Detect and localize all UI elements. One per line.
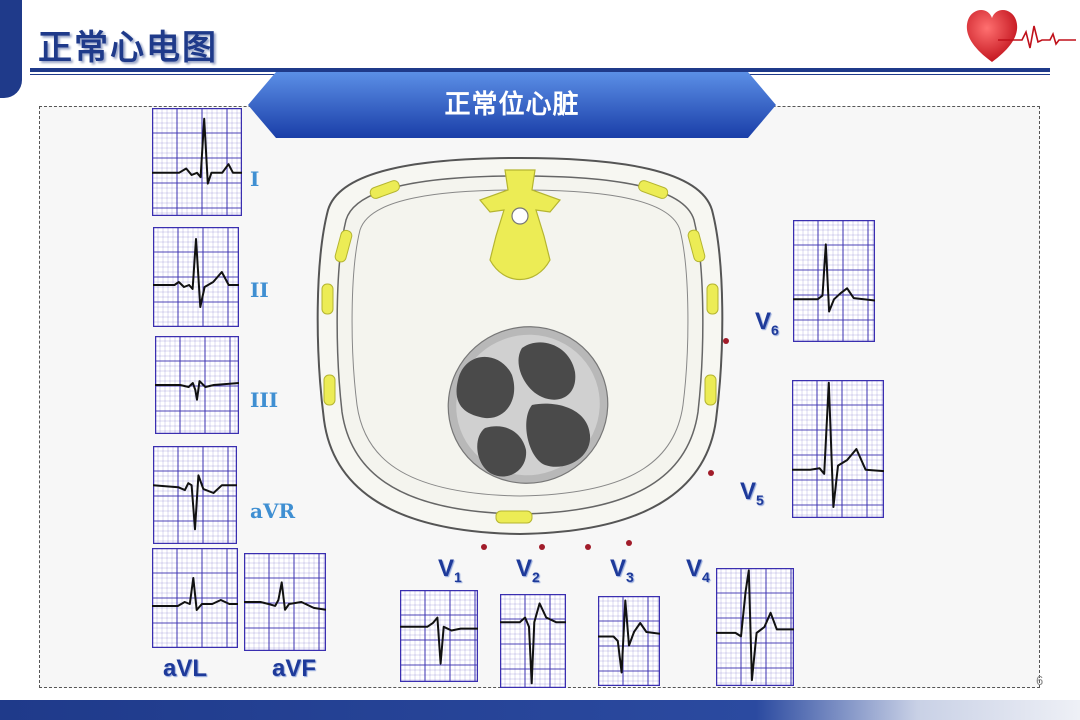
ecg-strip-V1 — [400, 590, 478, 682]
label-lead-aVR: aVR — [250, 499, 296, 523]
heart — [447, 326, 609, 484]
electrode-v1 — [481, 544, 487, 550]
ecg-strip-V5 — [792, 380, 884, 518]
label-lead-V5: V5 — [740, 478, 764, 508]
ecg-strip-I — [152, 108, 242, 216]
ecg-waveform-III — [155, 380, 239, 401]
ecg-waveform-aVF — [244, 581, 326, 611]
footer-bar — [0, 700, 1080, 720]
ribs — [321, 180, 719, 524]
ecg-strip-aVF — [244, 553, 326, 651]
ecg-strip-V4 — [716, 568, 794, 686]
page-number: 6 — [1036, 673, 1044, 688]
ecg-waveform-V1 — [400, 616, 478, 665]
ecg-strip-II — [153, 227, 239, 327]
ecg-waveform-aVR — [153, 474, 237, 531]
heart-ecg-logo-icon — [966, 9, 1076, 62]
pleura-outline — [351, 189, 689, 497]
ecg-waveform-aVL — [152, 577, 238, 611]
page-title: 正常心电图 — [38, 28, 218, 68]
vertebra — [478, 169, 562, 281]
ecg-strip-III — [155, 336, 239, 434]
spinal-canal — [511, 207, 529, 225]
electrode-v5 — [708, 470, 714, 476]
ecg-strip-V2 — [500, 594, 566, 688]
ecg-strip-V3 — [598, 596, 660, 686]
ecg-strip-V6 — [793, 220, 875, 342]
ecg-grid-frame — [716, 568, 794, 686]
title-underline — [30, 68, 1050, 72]
ecg-waveform-V5 — [792, 381, 884, 508]
ecg-waveform-V2 — [500, 602, 566, 685]
ecg-strip-aVR — [153, 446, 237, 544]
ecg-waveform-II — [153, 238, 239, 308]
ecg-strip-aVL — [152, 548, 238, 648]
electrode-v3 — [585, 544, 591, 550]
banner-shape — [248, 72, 776, 138]
ecg-waveform-V3 — [598, 599, 660, 674]
electrode-v6 — [723, 338, 729, 344]
label-lead-II: II — [250, 278, 269, 302]
label-lead-III: III — [250, 388, 279, 412]
ecg-waveform-V4 — [716, 569, 794, 682]
thorax-cross-section-diagram — [316, 156, 724, 536]
electrode-v4 — [626, 540, 632, 546]
label-lead-aVL: aVL — [163, 655, 208, 682]
ecg-grid-frame — [792, 380, 884, 518]
banner-title: 正常位心脏 — [444, 90, 580, 120]
label-lead-I: I — [250, 167, 260, 191]
header-side-tab — [0, 0, 22, 98]
label-lead-V6: V6 — [755, 308, 779, 338]
label-lead-V1: V1 — [438, 555, 462, 585]
ecg-waveform-I — [152, 117, 242, 185]
label-lead-V3: V3 — [610, 555, 634, 585]
label-lead-V4: V4 — [686, 555, 710, 585]
ecg-waveform-V6 — [793, 243, 875, 313]
ecg-grid-frame — [793, 220, 875, 342]
label-lead-aVF: aVF — [272, 655, 317, 682]
electrode-v2 — [539, 544, 545, 550]
label-lead-V2: V2 — [516, 555, 540, 585]
